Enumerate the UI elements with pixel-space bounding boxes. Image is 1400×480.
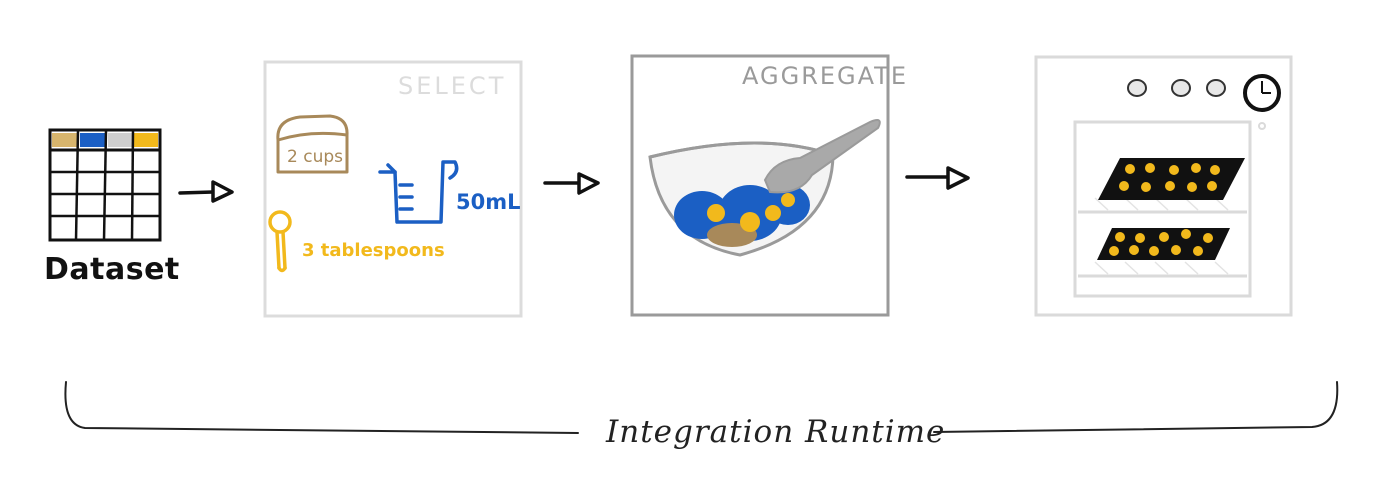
aggregate-title: AGGREGATE (742, 62, 909, 90)
cup-container-icon (276, 114, 349, 174)
spoon-icon (268, 210, 292, 273)
tray-icon (1097, 228, 1230, 260)
dial-icon (1243, 74, 1281, 112)
arrow-icon (543, 172, 600, 195)
brace-icon (64, 381, 1339, 434)
oven-icon (1034, 55, 1293, 317)
arrow-icon (905, 166, 970, 190)
volume-label: 50mL (456, 190, 521, 214)
select-title: SELECT (398, 72, 507, 100)
cups-label: 2 cups (287, 147, 343, 167)
bowl-icon (648, 119, 881, 257)
aggregate-frame (630, 54, 890, 317)
tray-icon (1098, 158, 1245, 200)
runtime-label: Integration Runtime (606, 414, 946, 450)
measuring-cup-icon (378, 160, 459, 224)
spoon-label: 3 tablespoons (302, 240, 445, 261)
knob-icon (1127, 79, 1226, 97)
select-frame (263, 60, 523, 318)
arrow-icon (178, 180, 234, 203)
dataset-label: Dataset (44, 252, 180, 287)
table-icon (48, 128, 162, 242)
